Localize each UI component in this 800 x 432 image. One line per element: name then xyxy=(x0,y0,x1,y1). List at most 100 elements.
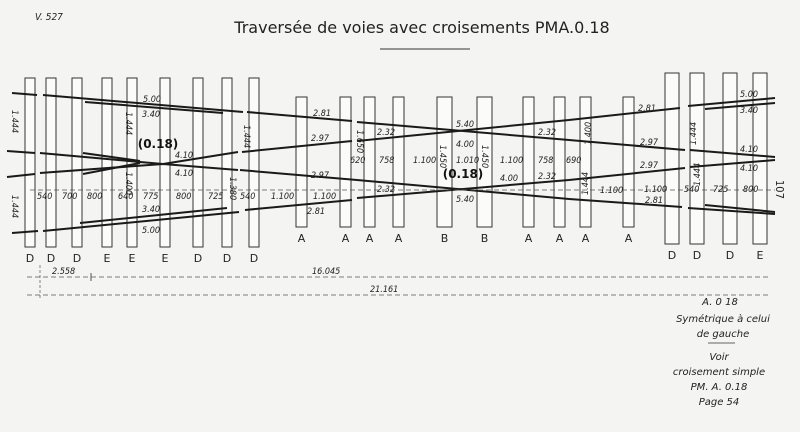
dimension-label: Voir xyxy=(709,352,729,363)
dimension-label: 1.100 xyxy=(313,192,336,202)
middle-labels: 2.81 2.97 2.97 2.81 2.32 5.40 4.00 4.00 … xyxy=(307,109,623,217)
sleeper xyxy=(579,96,592,228)
left-labels: 5.00 3.40 4.10 4.10 3.40 5.00 540 700 80… xyxy=(9,95,294,236)
dimension-label: 1.400 xyxy=(584,122,594,145)
sleeper-type-label: E xyxy=(129,252,136,265)
dimension-label: 1.650 xyxy=(354,130,364,153)
sleeper xyxy=(363,96,376,228)
dimension-label: 1.444 xyxy=(689,122,699,145)
dimension-label: 758 xyxy=(379,156,394,166)
sleeper-type-label: D xyxy=(250,252,258,265)
dimension-label: 1.100 xyxy=(644,185,667,195)
sleeper-type-label: A xyxy=(582,232,590,245)
sleeper-type-label: E xyxy=(104,252,111,265)
sleeper xyxy=(45,77,57,248)
dimension-label: 5.00 xyxy=(142,226,160,236)
sleeper-type-label: E xyxy=(162,252,169,265)
sleeper-type-label: A xyxy=(298,232,306,245)
sleeper xyxy=(24,77,36,248)
dimension-label: 640 xyxy=(118,192,133,202)
dimension-label: 1.444 xyxy=(693,163,703,186)
dimension-label: 620 xyxy=(350,156,365,166)
sleeper xyxy=(722,72,738,245)
dimension-label: 2.32 xyxy=(377,185,395,195)
sleeper xyxy=(752,72,768,245)
dimension-label: 1.100 xyxy=(271,192,294,202)
dimension-label: 540 xyxy=(684,185,699,195)
dimension-label: 2.81 xyxy=(638,104,656,114)
sleeper-type-label: D xyxy=(693,249,701,262)
sleeper-type-label: D xyxy=(726,249,734,262)
sheet-number: V. 527 xyxy=(35,12,63,23)
dimension-label: 800 xyxy=(743,185,758,195)
sleeper-type-label: D xyxy=(26,252,34,265)
dimension-label: 540 xyxy=(240,192,255,202)
sleeper xyxy=(295,96,308,228)
sleeper-type-label: A xyxy=(366,232,374,245)
dimension-label: 1.444 xyxy=(581,172,591,195)
sleeper-type-label: B xyxy=(481,232,489,245)
right-labels: 2.81 2.97 2.97 2.81 5.00 3.40 4.10 4.10 … xyxy=(638,90,786,206)
sleeper-type-label: D xyxy=(194,252,202,265)
dimension-label: 1.100 xyxy=(413,156,436,166)
dimension-label: 725 xyxy=(713,185,728,195)
dimension-label: 1.444 xyxy=(9,110,19,133)
dimension-label: 16.045 xyxy=(312,267,340,277)
sleeper xyxy=(392,96,405,228)
dimension-label: 3.40 xyxy=(142,110,160,120)
dimension-label: 2.97 xyxy=(311,171,330,181)
dimension-label: 725 xyxy=(208,192,223,202)
sleeper-type-label: E xyxy=(757,249,764,262)
dimension-label: 4.10 xyxy=(740,164,758,174)
sleeper xyxy=(192,77,204,248)
sleeper xyxy=(101,77,113,248)
sleeper-type-label: A xyxy=(625,232,633,245)
sleeper-type-label: A xyxy=(395,232,403,245)
dimension-label: 5.00 xyxy=(740,90,758,100)
dimension-label: PM. A. 0.18 xyxy=(691,382,748,393)
notes: A. 0 18 Symétrique à celui de gauche Voi… xyxy=(673,297,770,408)
dimension-label: 4.10 xyxy=(175,151,193,161)
sleeper xyxy=(689,72,705,245)
dimension-label: 800 xyxy=(176,192,191,202)
dimension-label: 1.444 xyxy=(241,125,251,148)
dimension-label: 21.161 xyxy=(370,285,398,295)
sleeper xyxy=(339,96,352,228)
dimension-label: 5.40 xyxy=(456,195,474,205)
dimension-label: de gauche xyxy=(697,329,749,340)
sleeper xyxy=(553,96,566,228)
dimension-label: 3.40 xyxy=(740,106,758,116)
dimension-label: 4.00 xyxy=(500,174,518,184)
dimension-label: 1.444 xyxy=(123,112,133,135)
crossing-angle-center: (0.18) xyxy=(443,167,484,181)
sleeper-type-label: D xyxy=(73,252,81,265)
dimension-label: 2.558 xyxy=(52,267,75,277)
sleeper-type-label: A xyxy=(342,232,350,245)
dimension-label: 758 xyxy=(538,156,553,166)
dimension-label: 700 xyxy=(62,192,77,202)
dimension-label: 775 xyxy=(143,192,158,202)
dimension-label: 2.32 xyxy=(538,128,556,138)
sleeper-type-label: D xyxy=(47,252,55,265)
sleeper-type-label: D xyxy=(223,252,231,265)
dimension-label: croisement simple xyxy=(673,367,765,378)
overall-dimensions: 2.558 16.045 21.161 xyxy=(27,265,770,300)
dimension-label: 540 xyxy=(37,192,52,202)
dimension-label: Page 54 xyxy=(699,397,740,408)
dimension-label: 2.81 xyxy=(313,109,331,119)
side-number: 107 xyxy=(773,180,786,199)
dimension-label: 3.40 xyxy=(142,205,160,215)
dimension-label: A. 0 18 xyxy=(701,297,738,308)
dimension-label: 1.380 xyxy=(227,177,237,200)
sleeper-type-label: A xyxy=(556,232,564,245)
sleeper-type-label: D xyxy=(668,249,676,262)
sleeper xyxy=(664,72,680,245)
dimension-label: 2.81 xyxy=(307,207,325,217)
dimension-label: 1.444 xyxy=(9,195,19,218)
sleeper xyxy=(71,77,83,248)
sleeper xyxy=(522,96,535,228)
dimension-label: 4.10 xyxy=(740,145,758,155)
sleeper-type-label: A xyxy=(525,232,533,245)
dimension-label: 800 xyxy=(87,192,102,202)
